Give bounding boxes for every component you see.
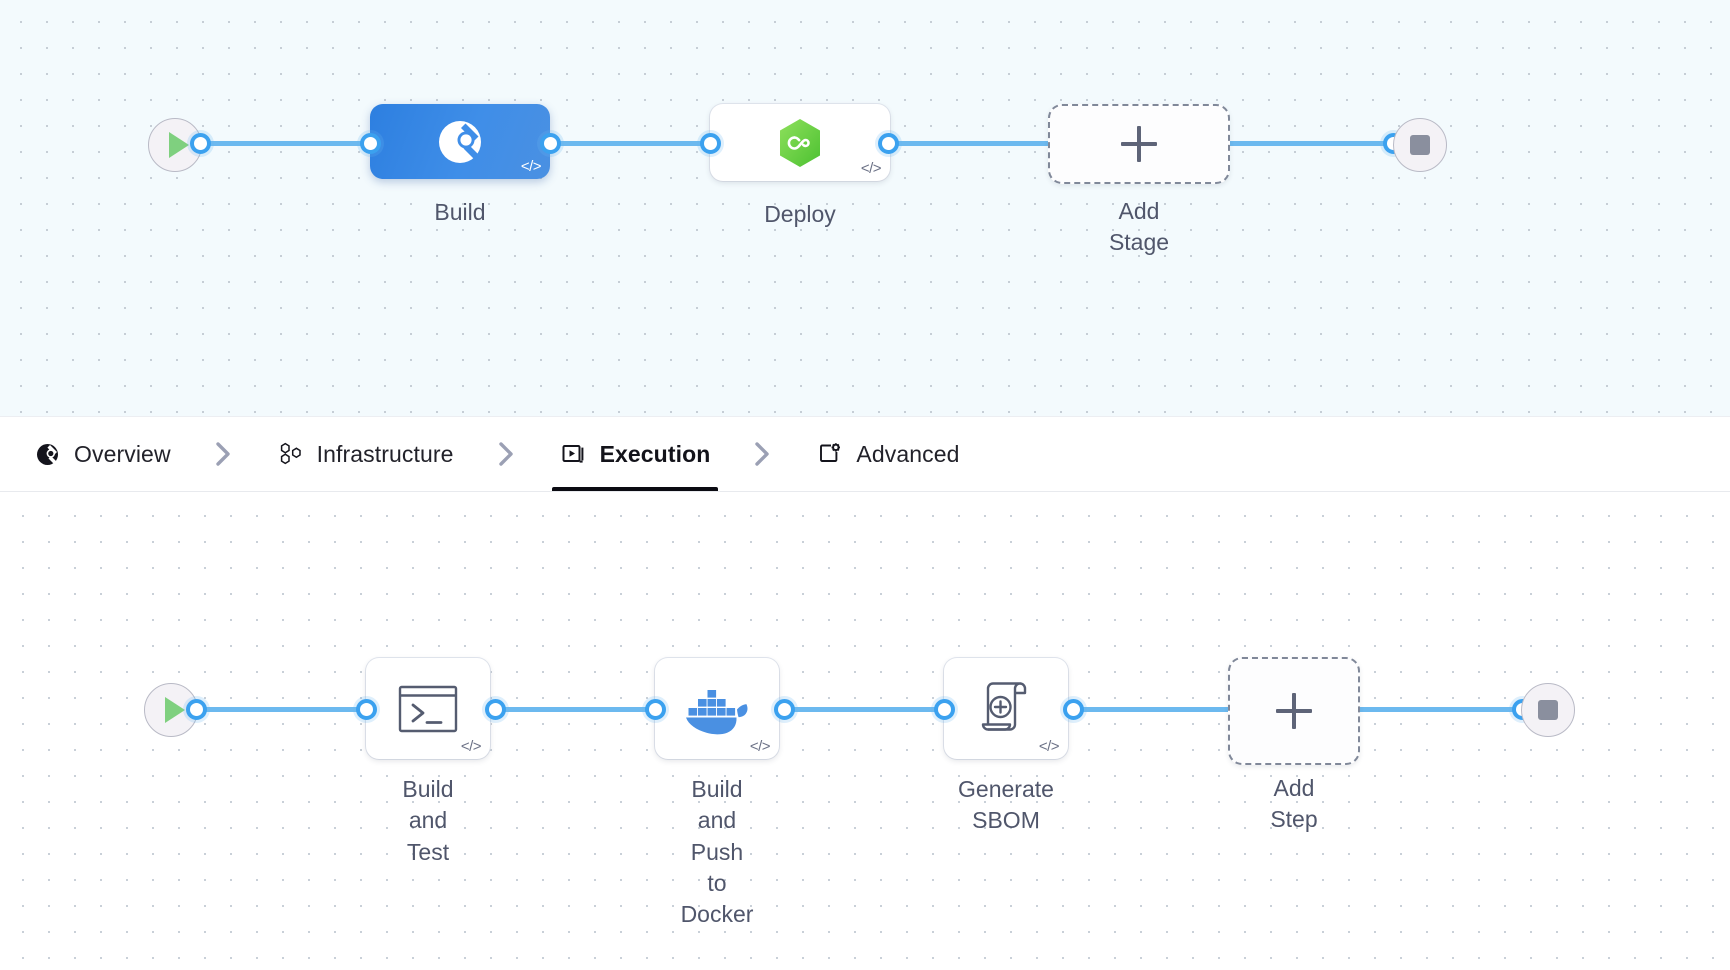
buildtest-in-port[interactable] (356, 699, 377, 720)
advanced-gear-box-icon (816, 441, 843, 468)
step-label-build-and-push-to-docker: Build and Push to Docker (680, 776, 754, 928)
plus-icon (1276, 693, 1312, 729)
harness-cd-hex-icon (780, 118, 820, 167)
tab-overview[interactable]: Overview (32, 417, 173, 491)
link-docker-to-sbom (774, 707, 949, 712)
stage-node-build[interactable]: </> Build (370, 104, 550, 225)
build-in-port[interactable] (360, 133, 381, 154)
tab-infrastructure[interactable]: Infrastructure (275, 417, 456, 491)
terminal-icon (398, 685, 458, 732)
add-step-label: Add Step (1270, 775, 1318, 833)
stage-config-tabs: Overview Infrastructure Execution (0, 417, 1730, 492)
chevron-right-icon (209, 439, 239, 469)
yaml-code-badge[interactable]: </> (1038, 738, 1060, 755)
docker-whale-icon (686, 689, 748, 734)
stage-start-port[interactable] (190, 133, 211, 154)
link-addstage-to-end (1226, 141, 1406, 146)
harness-ci-icon (439, 120, 481, 163)
tab-execution-label: Execution (599, 440, 711, 467)
execution-play-box-icon (560, 441, 587, 468)
link-deploy-to-addstage (878, 141, 1058, 146)
step-label-generate-sbom: Generate SBOM (958, 776, 1054, 834)
execution-steps-canvas[interactable]: </> Build and Test (0, 492, 1730, 970)
build-out-port[interactable] (540, 133, 561, 154)
stop-icon (1410, 135, 1430, 155)
add-stage-label: Add Stage (1108, 198, 1170, 256)
tab-infrastructure-label: Infrastructure (316, 440, 454, 467)
link-start-to-build (200, 141, 375, 146)
buildtest-out-port[interactable] (485, 699, 506, 720)
play-icon (168, 132, 189, 158)
plus-icon (1121, 126, 1157, 162)
step-start-port[interactable] (186, 699, 207, 720)
deploy-out-port[interactable] (878, 133, 899, 154)
tab-advanced[interactable]: Advanced (814, 417, 961, 491)
yaml-code-badge[interactable]: </> (460, 738, 482, 755)
sbom-out-port[interactable] (1063, 699, 1084, 720)
stage-node-deploy[interactable]: </> Deploy (710, 104, 890, 227)
stage-label-deploy: Deploy (764, 201, 836, 227)
yaml-code-badge[interactable]: </> (749, 738, 771, 755)
link-buildtest-to-docker (485, 707, 660, 712)
link-build-to-deploy (540, 141, 720, 146)
docker-out-port[interactable] (774, 699, 795, 720)
step-node-build-and-test[interactable]: </> Build and Test (366, 658, 490, 865)
add-step-node[interactable]: Add Step (1228, 657, 1360, 832)
stage-label-build: Build (434, 199, 486, 225)
tab-execution[interactable]: Execution (551, 417, 719, 491)
step-node-generate-sbom[interactable]: </> Generate SBOM (944, 658, 1068, 833)
pipeline-stages-canvas[interactable]: </> Build </> Deploy (0, 0, 1730, 417)
sbom-scroll-icon (981, 681, 1027, 731)
yaml-code-badge[interactable]: </> (520, 158, 542, 175)
overview-circle-icon (34, 441, 61, 468)
stop-icon (1538, 700, 1558, 720)
chevron-right-icon (748, 439, 778, 469)
stage-end-node[interactable] (1393, 118, 1447, 172)
yaml-code-badge[interactable]: </> (860, 160, 882, 177)
add-stage-node[interactable]: Add Stage (1048, 104, 1230, 255)
link-sbom-to-addstep (1063, 707, 1238, 712)
hexagons-icon (277, 441, 304, 468)
sbom-in-port[interactable] (934, 699, 955, 720)
docker-in-port[interactable] (645, 699, 666, 720)
deploy-in-port[interactable] (700, 133, 721, 154)
link-start-to-buildtest (196, 707, 371, 712)
step-end-node[interactable] (1521, 683, 1575, 737)
step-node-build-and-push-to-docker[interactable]: </> Build and Push to Docker (655, 658, 779, 927)
tab-advanced-label: Advanced (856, 440, 960, 467)
chevron-right-icon (492, 439, 522, 469)
link-addstep-to-end (1352, 707, 1520, 712)
tab-overview-label: Overview (74, 440, 171, 467)
play-icon (164, 697, 185, 723)
step-label-build-and-test: Build and Test (402, 776, 454, 865)
